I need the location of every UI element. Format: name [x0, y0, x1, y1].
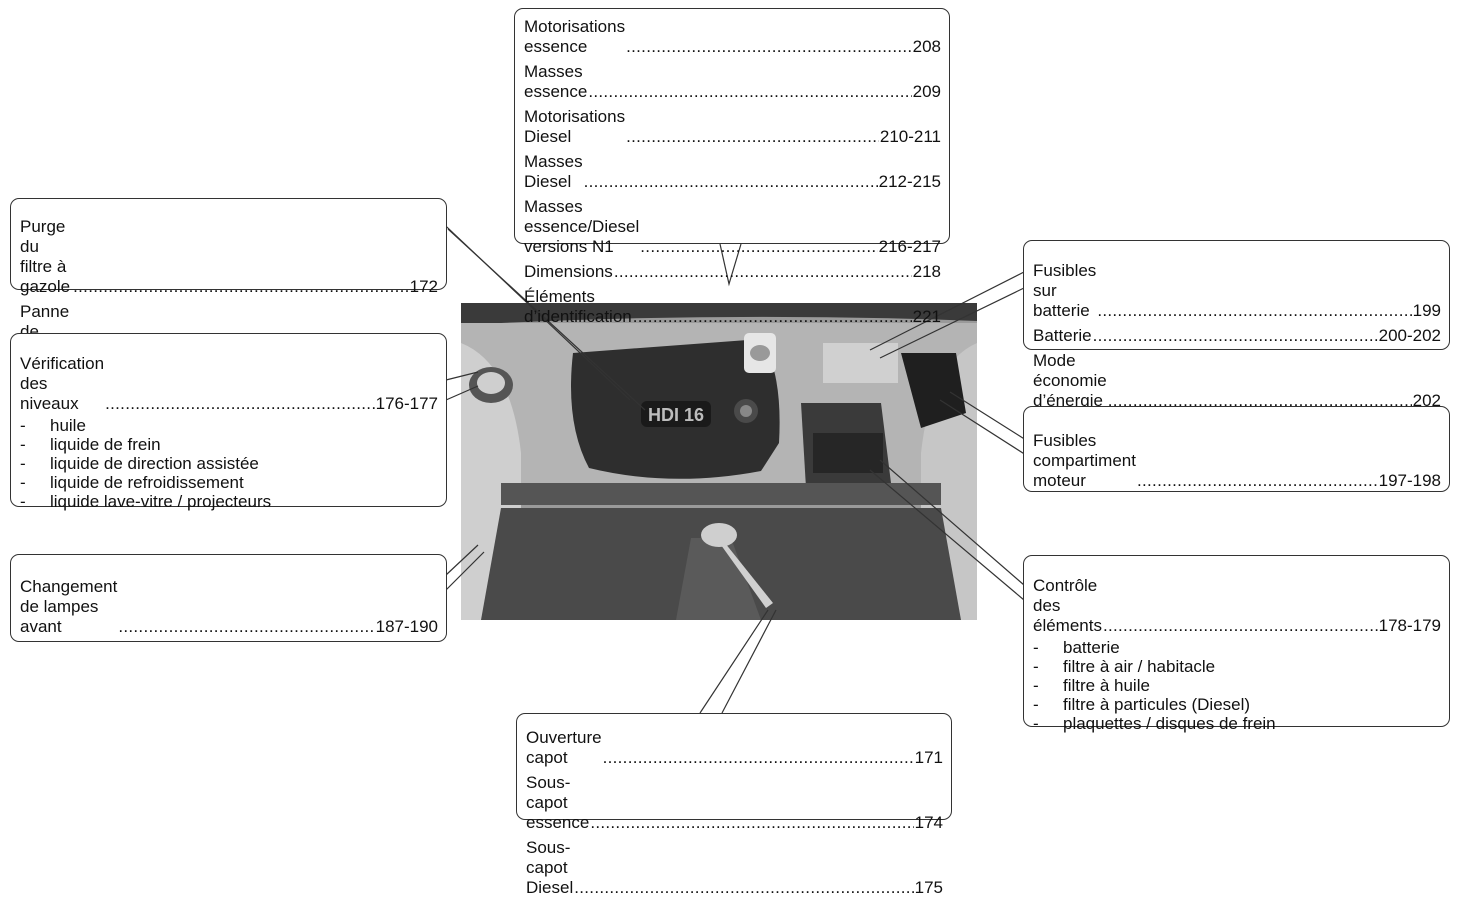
entry-ouverture-capot[interactable]: Ouverture capot171 [526, 728, 943, 768]
entry-fusibles-batterie[interactable]: Fusibles sur batterie199 [1033, 261, 1441, 321]
list-item: -filtre à huile [1033, 676, 1150, 695]
entry-mode-economie[interactable]: Mode économie d’énergie202 [1033, 351, 1441, 411]
entry-masses-essence[interactable]: Masses essence209 [524, 62, 941, 102]
engine-bay-photo: HDI 16 [461, 303, 977, 620]
entry-motorisations-essence[interactable]: Motorisations essence208 [524, 17, 941, 57]
entry-dimensions[interactable]: Dimensions218 [524, 262, 941, 282]
list-item: -plaquettes / disques de frein [1033, 714, 1276, 733]
callout-fuel: Purge du filtre à gazole172 Panne de car… [10, 198, 447, 381]
entry-purge-filtre[interactable]: Purge du filtre à gazole172 [20, 217, 438, 297]
entry-sous-capot-essence[interactable]: Sous-capot essence174 [526, 773, 943, 833]
entry-fusibles-compartiment[interactable]: Fusibles compartiment moteur197-198 [1033, 431, 1441, 491]
list-item: -liquide de refroidissement [20, 473, 244, 492]
list-item: -filtre à particules (Diesel) [1033, 695, 1251, 714]
callout-levels: Vérification des niveaux176-177 -huile -… [10, 333, 447, 511]
callout-fuses: Fusibles compartiment moteur197-198 [1023, 406, 1450, 492]
engine-bay-illustration: HDI 16 [461, 303, 977, 620]
list-item: -huile [20, 416, 86, 435]
entry-motorisations-diesel[interactable]: Motorisations Diesel210-211 [524, 107, 941, 147]
entry-controle-elements[interactable]: Contrôle des éléments178-179 [1033, 576, 1441, 636]
list-item: -liquide de frein [20, 435, 161, 454]
list-item: -liquide lave-vitre / projecteurs [20, 492, 272, 511]
list-item: -filtre à air / habitacle [1033, 657, 1216, 676]
entry-masses-n1[interactable]: Masses essence/Diesel versions N1216-217 [524, 197, 941, 257]
list-item: -batterie [1033, 638, 1120, 657]
engine-badge: HDI 16 [648, 405, 704, 425]
callout-battery: Fusibles sur batterie199 Batterie200-202… [1023, 240, 1450, 410]
callout-hood: Ouverture capot171 Sous-capot essence174… [516, 713, 952, 897]
callout-checks: Contrôle des éléments178-179 -batterie -… [1023, 555, 1450, 733]
entry-sous-capot-diesel[interactable]: Sous-capot Diesel175 [526, 838, 943, 898]
callout-lamps: Changement de lampes avant187-190 [10, 554, 447, 642]
callout-specifications: Motorisations essence208 Masses essence2… [514, 8, 950, 326]
entry-batterie[interactable]: Batterie200-202 [1033, 326, 1441, 346]
entry-masses-diesel[interactable]: Masses Diesel212-215 [524, 152, 941, 192]
entry-verification-niveaux[interactable]: Vérification des niveaux176-177 [20, 354, 438, 414]
list-item: -liquide de direction assistée [20, 454, 259, 473]
entry-changement-lampes[interactable]: Changement de lampes avant187-190 [20, 577, 438, 637]
entry-identification[interactable]: Éléments d’identification221 [524, 287, 941, 327]
